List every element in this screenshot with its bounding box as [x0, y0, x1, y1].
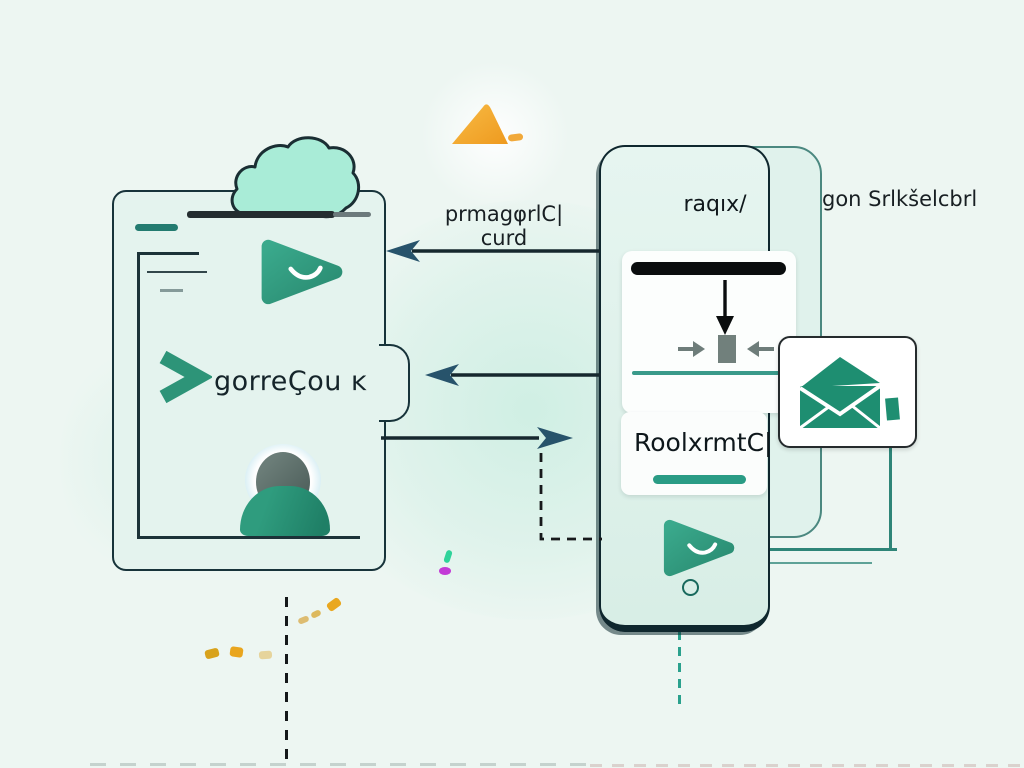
mail-badge	[885, 397, 900, 421]
progress-pill	[653, 475, 746, 484]
flow-label-top: prmagφrlC| curd	[444, 202, 564, 250]
phone-body-label: RoolxrmtC|	[634, 428, 773, 457]
record-circle-icon[interactable]	[682, 579, 699, 596]
chevron-right-icon	[159, 350, 212, 404]
status-bar	[631, 262, 786, 275]
mail-icon	[798, 357, 882, 430]
text-line	[160, 289, 183, 292]
confetti	[439, 567, 451, 575]
connector-line	[889, 443, 892, 549]
play-icon[interactable]	[256, 236, 350, 308]
confetti	[204, 647, 220, 660]
baseline-ticks	[590, 764, 1024, 767]
teal-divider	[632, 371, 786, 375]
baseline-ticks	[90, 763, 590, 766]
confetti	[297, 615, 310, 625]
header-bar	[187, 211, 335, 218]
dashed-line-teal	[678, 631, 681, 711]
arrow-left-middle	[425, 364, 601, 386]
connector-line	[760, 562, 872, 564]
accent-chip	[135, 224, 178, 231]
confetti	[310, 609, 322, 619]
flow-label-right: gon Srlkšelcbrl	[822, 187, 978, 211]
text-line	[137, 252, 199, 255]
confetti	[325, 596, 343, 613]
confetti	[443, 549, 453, 564]
content-frame-line	[137, 252, 140, 538]
confetti	[229, 646, 244, 658]
dashed-connector	[539, 453, 602, 541]
play-icon[interactable]	[659, 516, 741, 580]
phone-screen-card	[622, 251, 796, 413]
phone-header-label: raqıx/	[683, 192, 747, 217]
mail-card	[778, 336, 917, 448]
dashed-line-black	[285, 597, 288, 768]
header-bar-tail	[333, 212, 371, 217]
document-card-puzzle-tab	[379, 344, 410, 422]
mountain-icon	[452, 104, 524, 144]
divider-line	[137, 536, 360, 539]
document-title: gorreÇou ĸ	[214, 366, 368, 397]
arrow-right-bottom	[381, 427, 573, 449]
connector-line	[760, 548, 897, 551]
transfer-arrows-icon	[678, 335, 774, 363]
download-arrow-icon	[716, 280, 734, 335]
text-line	[147, 271, 207, 273]
confetti	[258, 650, 273, 660]
